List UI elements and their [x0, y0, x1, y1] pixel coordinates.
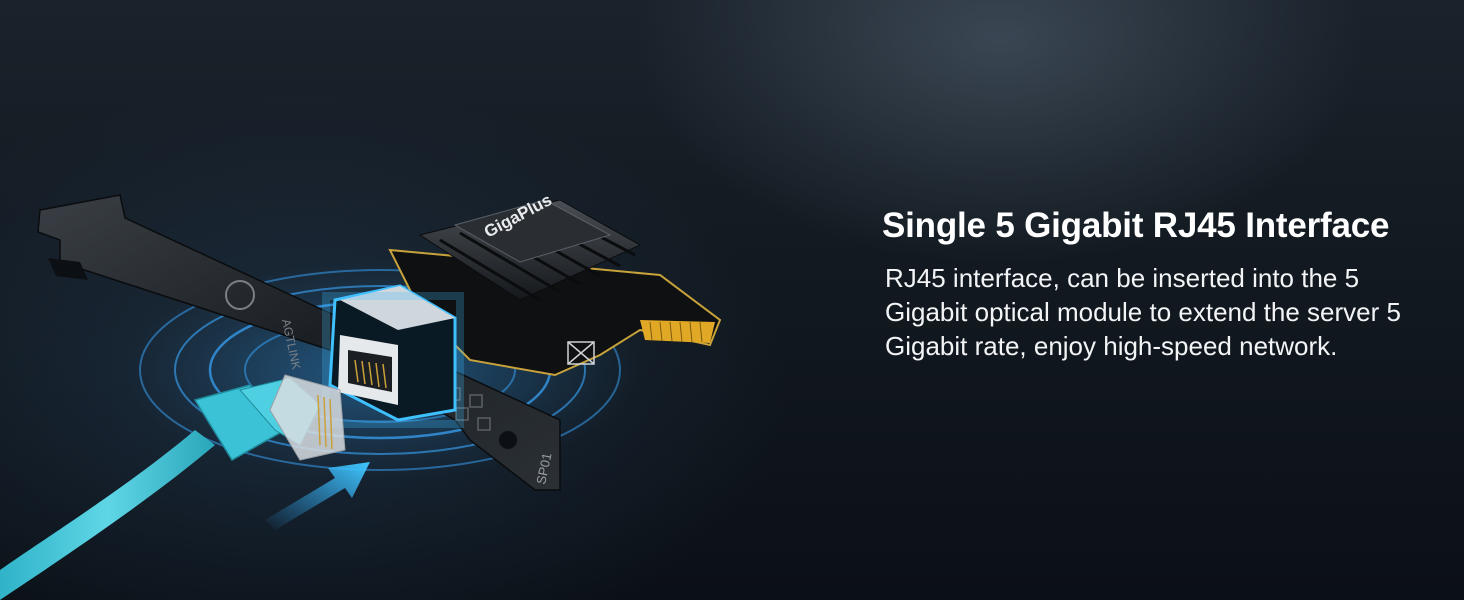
gold-contacts [640, 320, 715, 343]
feature-description: RJ45 interface, can be inserted into the… [885, 263, 1401, 361]
feature-headline: Single 5 Gigabit RJ45 Interface [882, 206, 1390, 245]
heatsink: GigaPlus [418, 190, 642, 302]
ethernet-cable [0, 374, 346, 600]
bracket-print-bottom: SP01 [533, 451, 554, 485]
brand-logo-icon [225, 280, 255, 310]
weee-mark-icon [567, 341, 595, 365]
feature-text: Single 5 Gigabit RJ45 Interface RJ45 int… [882, 205, 1422, 363]
network-card-illustration: GigaPlus AGTLINK SP01 [0, 190, 722, 600]
rj45-port [322, 284, 464, 428]
insert-arrow-icon [265, 462, 370, 530]
